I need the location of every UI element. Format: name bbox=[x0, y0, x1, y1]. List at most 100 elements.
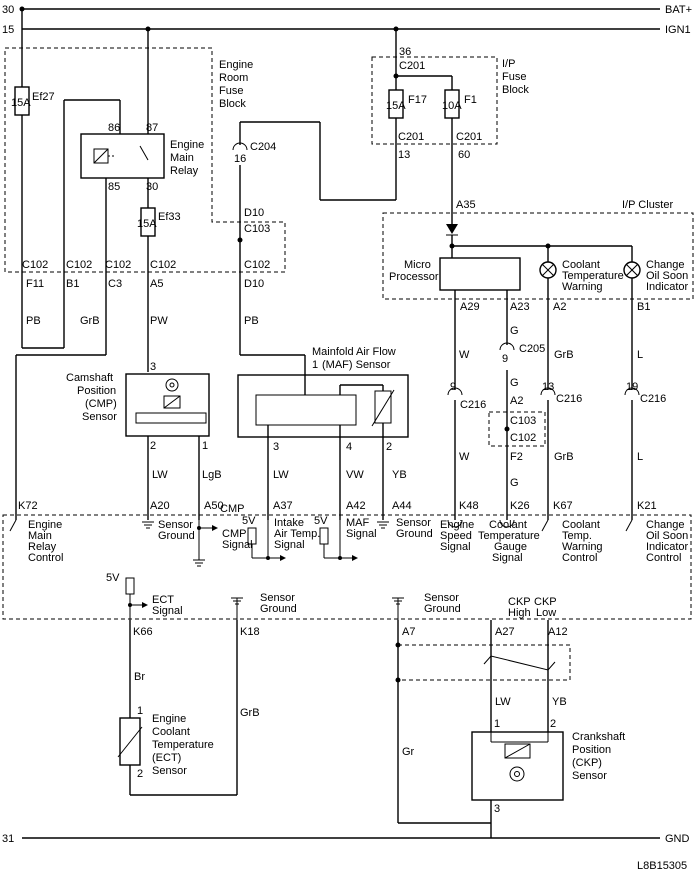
a44-label-1: Sensor bbox=[396, 517, 431, 529]
micro-label-1: Micro bbox=[404, 259, 431, 271]
wire-color-br: Br bbox=[134, 671, 145, 683]
cmp-coil-icon bbox=[163, 395, 181, 409]
micro-label-2: Processor bbox=[389, 271, 439, 283]
ect-label-2: Coolant bbox=[152, 726, 190, 738]
k72-label-4: Control bbox=[28, 552, 63, 564]
ect-signal-label-1: ECT bbox=[152, 594, 174, 606]
relay-label-1: Engine bbox=[170, 139, 204, 151]
fuse-ef33-label: Ef33 bbox=[158, 211, 181, 223]
wire-color-grb-r1: GrB bbox=[554, 349, 574, 361]
oil-lamp-label-1: Change bbox=[646, 259, 685, 271]
ecm-pin-a27: A27 bbox=[495, 626, 515, 638]
ckp-shield bbox=[398, 644, 571, 681]
maf-pin-2: 2 bbox=[386, 441, 392, 453]
conn-c102: C102 bbox=[510, 432, 536, 444]
k48-label-1: Engine bbox=[440, 519, 474, 531]
k72-label-2: Main bbox=[28, 530, 52, 542]
a37-label-2: Air Temp. bbox=[274, 528, 320, 540]
ckp-pin-2: 2 bbox=[550, 718, 556, 730]
maf-pin-1: 1 bbox=[312, 359, 318, 371]
ip-pin-a29: A29 bbox=[460, 301, 480, 313]
a27-label-2: High bbox=[508, 607, 531, 619]
micro-processor bbox=[439, 257, 521, 291]
a12-label-1: CKP bbox=[534, 596, 557, 608]
k21-label-3: Indicator bbox=[646, 541, 689, 553]
ecm-pin-k48: K48 bbox=[459, 500, 479, 512]
wire-color-grb-r2: GrB bbox=[554, 451, 574, 463]
wire-color-pw: PW bbox=[150, 315, 168, 327]
c102-pin-a5: A5 bbox=[150, 278, 163, 290]
gnd-rail-left-label: 31 bbox=[2, 833, 14, 845]
bat-rail-right-label: BAT+ bbox=[665, 4, 692, 16]
wire-color-grb-ect: GrB bbox=[240, 707, 260, 719]
oil-lamp-label-2: Oil Soon bbox=[646, 270, 688, 282]
k67-label-2: Temp. bbox=[562, 530, 592, 542]
wire-color-lw-iat: LW bbox=[273, 469, 289, 481]
wire-color-yb-ckp: YB bbox=[552, 696, 567, 708]
wire-color-grb-left: GrB bbox=[80, 315, 100, 327]
wire-color-w-2: W bbox=[459, 451, 470, 463]
ckp-sensor: 1 2 3 Crankshaft Position (CKP) Sensor bbox=[471, 718, 625, 815]
cmp-label-2: Position bbox=[77, 385, 116, 397]
ect-label-1: Engine bbox=[152, 713, 186, 725]
ecm-5v-3: 5V bbox=[106, 572, 120, 584]
maf-label-1: Mainfold Air Flow bbox=[312, 346, 396, 358]
ip-pin-a23: A23 bbox=[510, 301, 530, 313]
ign-rail-right-label: IGN1 bbox=[665, 24, 691, 36]
ecm-pin-a44: A44 bbox=[392, 500, 412, 512]
wire-color-vw: VW bbox=[346, 469, 364, 481]
wire-color-l-2: L bbox=[637, 451, 643, 463]
cmp-sensor: Camshaft Position (CMP) Sensor 3 2 1 bbox=[66, 361, 210, 452]
c102-label-1: C102 bbox=[22, 259, 48, 271]
cmp-pin-3: 3 bbox=[150, 361, 156, 373]
relay-switch-icon bbox=[139, 145, 149, 161]
ip-cluster: I/P Cluster Micro Processor Coolant Temp… bbox=[382, 199, 694, 313]
wire-color-g-3: G bbox=[510, 477, 519, 489]
a50-label-2: Signal bbox=[222, 539, 253, 551]
cmp-pin-2: 2 bbox=[150, 440, 156, 452]
k18-label-2: Ground bbox=[260, 603, 297, 615]
c216-2-pin: 13 bbox=[542, 381, 554, 393]
ckp-gear-icon bbox=[509, 766, 525, 782]
ect-label-3: Temperature bbox=[152, 739, 214, 751]
diode-icon bbox=[446, 224, 458, 234]
cmp-label-1: Camshaft bbox=[66, 372, 113, 384]
ect-label-4: (ECT) bbox=[152, 752, 181, 764]
a37-label-1: Intake bbox=[274, 517, 304, 529]
c216-3-pin: 19 bbox=[626, 381, 638, 393]
ect-pin-1: 1 bbox=[137, 705, 143, 717]
k48-label-3: Signal bbox=[440, 541, 471, 553]
connector-c216-2-icon bbox=[540, 387, 556, 396]
c216-1-label: C216 bbox=[460, 399, 486, 411]
a44-label-2: Ground bbox=[396, 528, 433, 540]
ip-fuse-c201-right: C201 bbox=[456, 131, 482, 143]
k21-label-2: Oil Soon bbox=[646, 530, 688, 542]
k18-label-1: Sensor bbox=[260, 592, 295, 604]
a27-label-1: CKP bbox=[508, 596, 531, 608]
fuse-f1-label: F1 bbox=[464, 94, 477, 106]
relay-pin-30: 30 bbox=[146, 181, 158, 193]
coolant-lamp-label-2: Temperature bbox=[562, 270, 624, 282]
connector-c103-c102 bbox=[488, 411, 546, 447]
connector-c204-icon bbox=[232, 142, 248, 151]
ip-pin-b1: B1 bbox=[637, 301, 650, 313]
gear-icon bbox=[165, 378, 179, 392]
maf-pin-3: 3 bbox=[273, 441, 279, 453]
coolant-lamp-label-3: Warning bbox=[562, 281, 603, 293]
c102-pin-b1: B1 bbox=[66, 278, 79, 290]
k21-label-1: Change bbox=[646, 519, 685, 531]
ecm-pin-k26: K26 bbox=[510, 500, 530, 512]
k26-label-1: Coolant bbox=[489, 519, 527, 531]
ckp-label-3: (CKP) bbox=[572, 757, 602, 769]
engine-room-fuse-block: Engine Room Fuse Block 15A Ef27 86 87 85… bbox=[4, 9, 286, 372]
a20-label-1: Sensor bbox=[158, 519, 193, 531]
wire-color-lw-ckp: LW bbox=[495, 696, 511, 708]
ecm-pin-k21: K21 bbox=[637, 500, 657, 512]
wire-color-g-2: G bbox=[510, 377, 519, 389]
cmp-pin-1: 1 bbox=[202, 440, 208, 452]
maf-label-2: (MAF) Sensor bbox=[322, 359, 391, 371]
connector-c102-row: C102 C102 C102 C102 C102 F11 B1 C3 A5 bbox=[22, 259, 270, 290]
ip-fuse-c201-left: C201 bbox=[398, 131, 424, 143]
c216-1-pin: 9 bbox=[450, 381, 456, 393]
a50-label-1: CMP bbox=[220, 503, 244, 515]
